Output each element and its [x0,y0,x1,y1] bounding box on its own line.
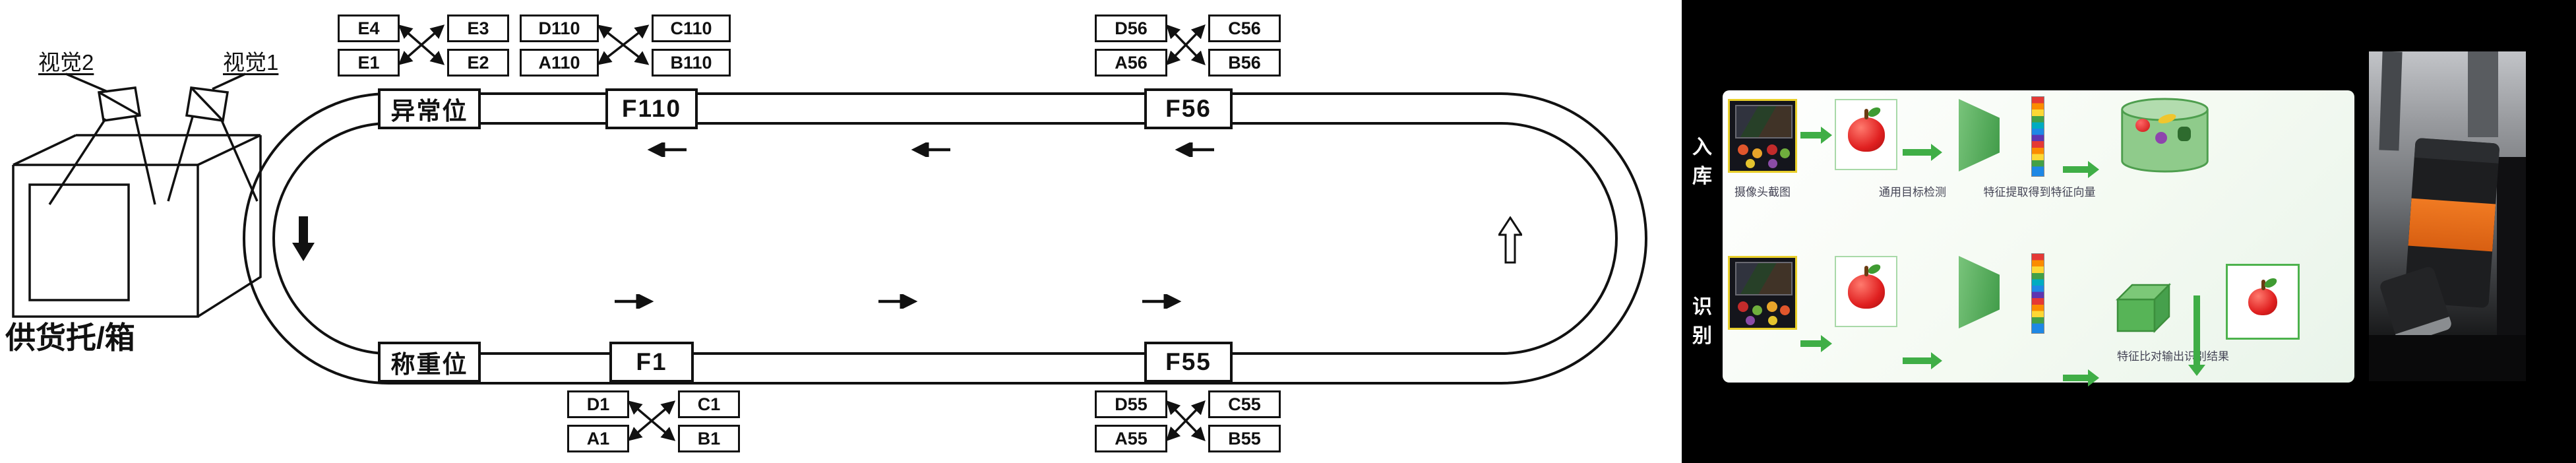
comparison-engine-cube [2115,282,2172,334]
green-arrow-right-icon [2063,369,2099,386]
supply-box-label: 供货托/箱 [5,321,135,355]
station-f1: F1 [609,342,694,383]
detected-apple-crop [1835,99,1897,170]
slot-a1: A1 [567,425,629,452]
cross-transfer-arrows-icon [1166,24,1206,66]
conveyor-diagram-section: 视觉2 视觉1 供货托/箱 异常位 F110 F56 称重位 [5,15,1647,452]
detected-apple-crop [1835,256,1897,327]
slot-e1: E1 [338,49,400,77]
fruit-dot [1746,316,1755,325]
hand-icon [2178,127,2191,141]
station-abnormal: 异常位 [378,88,481,129]
fruit-dot [1746,159,1755,168]
slot-e2: E2 [447,49,509,77]
flow-arrow-left-icon [647,142,687,157]
conveyor-track-inner [272,122,1618,355]
slot-a56: A56 [1095,49,1167,77]
flow-arrow-right-icon [615,294,654,309]
recognition-result-box [2226,264,2300,340]
camera-orange-band [2408,198,2496,252]
feature-vector-bar [2031,96,2044,177]
slot-b56: B56 [1208,49,1281,77]
supply-box-and-cameras-art [12,73,262,318]
green-arrow-right-icon [1903,352,1942,369]
station-f55: F55 [1144,342,1233,383]
slot-d1: D1 [567,390,629,418]
fruit-dot [1767,144,1777,155]
caption-object-detection: 通用目标检测 [1879,186,1946,199]
caption-feature-compare: 特征比对输出识别结果 [2117,350,2229,363]
machine-base [2369,335,2526,381]
enroll-row-label: 入库 [1692,137,1712,187]
apple-icon [1847,109,1885,152]
flow-arrow-right-icon [878,294,918,309]
display-screen [1734,262,1793,295]
camera-photo-section [2369,0,2576,463]
cross-transfer-arrows-icon [597,24,650,65]
feature-database-cylinder [2117,95,2213,175]
apple-icon [2248,280,2277,315]
fruit-dot [1767,301,1777,312]
cross-transfer-arrows-icon [627,400,676,441]
flow-arrow-right-icon [1142,294,1182,309]
apple-icon [2135,119,2150,132]
fruit-dot [1738,144,1748,155]
vision-2-label: 视觉2 [38,50,94,75]
fruit-dot [1752,148,1762,158]
display-screen [1734,105,1793,139]
recognize-row-label: 识别 [1692,296,1712,347]
frame-edge [2497,157,2526,342]
grape-icon [2155,132,2167,144]
green-arrow-right-icon [1800,335,1832,352]
slot-d55: D55 [1095,390,1167,418]
fruit-dot [1752,305,1762,315]
slot-a110: A110 [520,49,599,77]
slot-b110: B110 [652,49,731,77]
fruit-dot [1768,316,1777,325]
cross-transfer-arrows-icon [1166,400,1206,442]
green-arrow-down-icon [2188,295,2205,376]
fruit-dot [1738,301,1748,312]
slot-c1: C1 [678,390,740,418]
slot-e4: E4 [338,15,400,42]
slot-b1: B1 [678,425,740,452]
green-arrow-right-icon [2063,161,2099,178]
slot-c56: C56 [1208,15,1281,42]
slot-e3: E3 [447,15,509,42]
slot-c110: C110 [652,15,731,42]
industrial-camera-photo [2369,51,2526,381]
fruit-dot [1780,305,1790,315]
station-f110: F110 [605,88,698,129]
camera-screenshot-thumbnail [1728,99,1797,173]
feature-vector-bar [2031,253,2044,334]
slot-a55: A55 [1095,425,1167,452]
slot-b55: B55 [1208,425,1281,452]
fruit-dot [1780,148,1790,158]
green-arrow-right-icon [1903,144,1942,161]
apple-icon [1847,266,1885,309]
vision-1-label: 视觉1 [223,50,279,75]
flow-arrow-left-icon [1175,142,1214,157]
flow-arrow-left-icon [911,142,950,157]
slot-d56: D56 [1095,15,1167,42]
cross-transfer-arrows-icon [398,24,445,65]
station-weighing: 称重位 [378,342,481,383]
caption-camera-screenshot: 摄像头截图 [1734,186,1791,199]
flow-arrow-up-icon [1498,216,1522,264]
green-arrow-right-icon [1800,127,1832,144]
camera-top-cap [2414,137,2500,164]
mount-strut [2468,51,2498,137]
station-f56: F56 [1144,88,1233,129]
slot-c55: C55 [1208,390,1281,418]
flow-arrow-down-icon [292,216,315,261]
mount-strut [2379,51,2403,151]
camera-screenshot-thumbnail [1728,256,1797,330]
slot-d110: D110 [520,15,599,42]
caption-feature-extraction: 特征提取得到特征向量 [1983,186,2096,199]
recognition-pipeline-slide: 入库 识别 摄像头 [1682,0,2369,463]
fruit-dot [1768,159,1777,168]
